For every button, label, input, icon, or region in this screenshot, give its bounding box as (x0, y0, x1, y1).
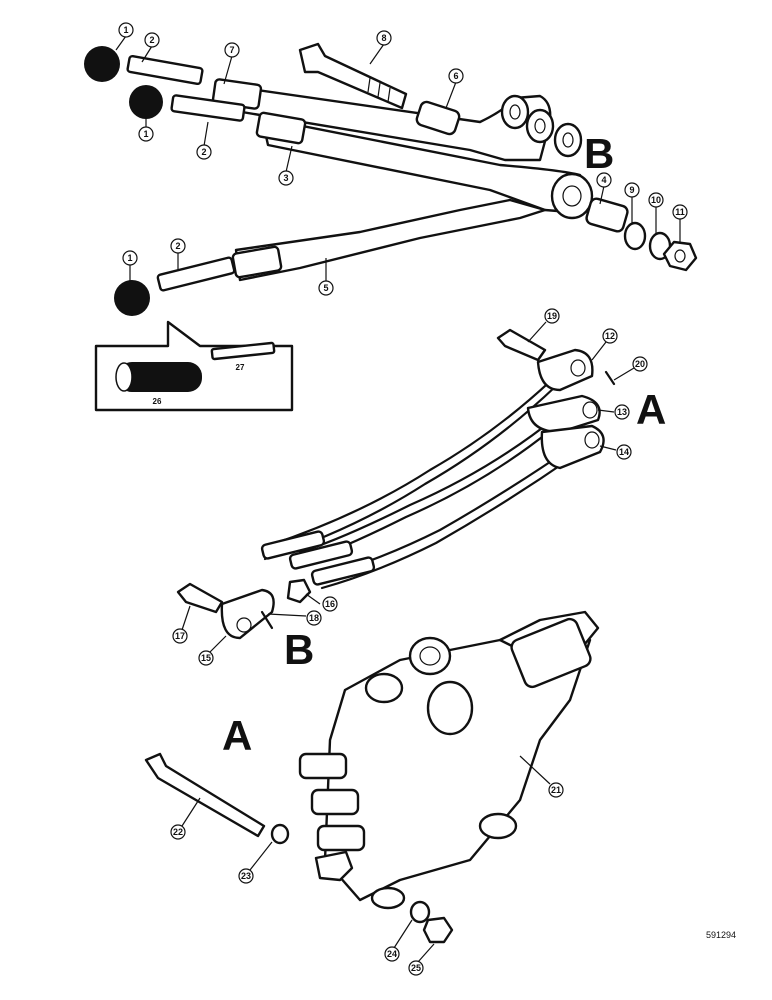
callout-23: 23 (241, 871, 251, 881)
callouts: 1 2 7 8 6 1 2 3 4 9 10 11 1 2 5 19 12 20… (115, 22, 688, 976)
callout-25: 25 (411, 963, 421, 973)
clevis-detail (176, 578, 312, 640)
callout-8: 8 (381, 33, 386, 43)
callout-7: 7 (229, 45, 234, 55)
control-valve (144, 610, 600, 944)
callout-3: 3 (283, 173, 288, 183)
reference-number: 591294 (706, 930, 736, 940)
label-a-low: A (222, 712, 252, 759)
callout-1a: 1 (123, 25, 128, 35)
callout-24: 24 (387, 949, 397, 959)
callout-17: 17 (175, 631, 185, 641)
callout-2c: 2 (175, 241, 180, 251)
callout-9: 9 (629, 185, 634, 195)
label-a-mid: A (636, 386, 666, 433)
callout-21: 21 (551, 785, 561, 795)
control-rod-assembly (260, 328, 616, 590)
callout-10: 10 (651, 195, 661, 205)
callout-6: 6 (453, 71, 458, 81)
callout-22: 22 (173, 827, 183, 837)
callout-4: 4 (601, 175, 606, 185)
callout-1b: 1 (143, 129, 148, 139)
inset-label-27: 27 (236, 363, 245, 372)
callout-14: 14 (619, 447, 629, 457)
callout-11: 11 (675, 207, 685, 217)
callout-16: 16 (325, 599, 335, 609)
callout-1c: 1 (127, 253, 132, 263)
label-b-top: B (584, 130, 614, 177)
inset-knob-detail: 26 27 (94, 320, 294, 412)
callout-5: 5 (323, 283, 328, 293)
callout-18: 18 (309, 613, 319, 623)
callout-2b: 2 (201, 147, 206, 157)
label-b-low: B (284, 626, 314, 673)
callout-2a: 2 (149, 35, 154, 45)
lever-assembly (84, 42, 698, 316)
inset-label-26: 26 (153, 397, 162, 406)
callout-20: 20 (635, 359, 645, 369)
callout-19: 19 (547, 311, 557, 321)
callout-12: 12 (605, 331, 615, 341)
callout-13: 13 (617, 407, 627, 417)
callout-15: 15 (201, 653, 211, 663)
